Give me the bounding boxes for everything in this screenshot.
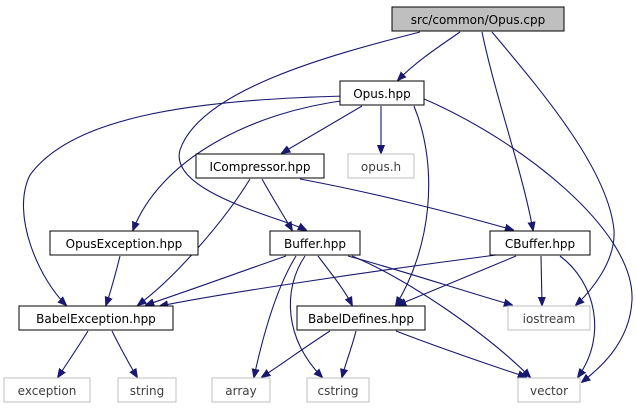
node-vector: vector (517, 377, 581, 403)
node-box (306, 377, 370, 403)
node-exception: exception (3, 377, 91, 403)
edge-opus_cpp-to-cbuffer (481, 31, 533, 230)
node-babeldefines[interactable]: BabelDefines.hpp (296, 305, 426, 331)
edge-line (541, 255, 542, 305)
edge-opusexception-to-babelexception (106, 255, 121, 305)
edge-line (347, 255, 512, 305)
node-box (296, 305, 426, 331)
edge-babeldefines-to-vector (395, 330, 526, 377)
edge-line (58, 330, 89, 377)
node-label: cstring (317, 384, 358, 398)
node-label: ICompressor.hpp (210, 160, 311, 174)
edge-opus_hpp-to-icompressor (282, 105, 363, 153)
edge-cbuffer-to-vector (559, 255, 596, 377)
edge-babelexception-to-exception (58, 330, 89, 377)
node-cbuffer[interactable]: CBuffer.hpp (489, 230, 591, 256)
edge-line (106, 255, 121, 305)
edge-opus_hpp-to-vector (421, 97, 633, 382)
edge-line (299, 178, 513, 230)
edge-line (398, 255, 517, 305)
edge-icompressor-to-buffer (261, 178, 292, 230)
node-box (347, 153, 415, 179)
edge-line (398, 31, 461, 80)
edge-line (254, 255, 297, 377)
node-box (3, 377, 91, 403)
node-box (117, 377, 177, 403)
edge-opus_cpp-to-iostream (491, 31, 615, 305)
edge-opus_cpp-to-buffer (178, 31, 421, 230)
edge-line (22, 95, 346, 305)
edge-cbuffer-to-babelexception (160, 254, 497, 306)
edge-line (160, 254, 497, 306)
edge-cbuffer-to-iostream (541, 255, 542, 305)
node-array: array (211, 377, 271, 403)
edge-opus_cpp-to-opus_hpp (398, 31, 461, 80)
node-opus_hpp[interactable]: Opus.hpp (339, 80, 425, 106)
edge-line (262, 330, 331, 377)
edge-babeldefines-to-cstring (342, 330, 357, 377)
node-string: string (117, 377, 177, 403)
edge-line (178, 31, 421, 230)
edge-line (289, 255, 322, 377)
edge-line (317, 255, 352, 305)
node-cstring: cstring (306, 377, 370, 403)
node-label: Buffer.hpp (284, 237, 346, 251)
node-label: BabelDefines.hpp (308, 312, 414, 326)
edge-line (282, 105, 363, 153)
edge-buffer-to-vector (351, 255, 530, 377)
node-label: src/common/Opus.cpp (411, 13, 545, 27)
edge-buffer-to-array (254, 255, 297, 377)
node-iostream: iostream (507, 305, 591, 331)
node-opus_h: opus.h (347, 153, 415, 179)
node-box (507, 305, 591, 331)
edge-line (491, 31, 615, 305)
edge-line (342, 330, 357, 377)
edge-line (133, 99, 349, 230)
node-label: iostream (523, 312, 576, 326)
node-babelexception[interactable]: BabelException.hpp (18, 305, 174, 331)
node-box (489, 230, 591, 256)
node-box (49, 230, 199, 256)
edge-line (395, 330, 526, 377)
node-label: BabelException.hpp (36, 312, 156, 326)
edge-buffer-to-babeldefines (317, 255, 352, 305)
edge-cbuffer-to-babeldefines (398, 255, 517, 305)
graph-nodes: src/common/Opus.cppOpus.hppICompressor.h… (3, 6, 591, 403)
edge-line (421, 97, 633, 382)
edge-buffer-to-cstring (289, 255, 322, 377)
node-opus_cpp: src/common/Opus.cpp (391, 6, 565, 32)
node-box (195, 153, 325, 179)
node-label: exception (18, 384, 77, 398)
node-box (517, 377, 581, 403)
node-box (391, 6, 565, 32)
node-label: opus.h (361, 160, 401, 174)
node-box (269, 230, 361, 256)
node-label: array (225, 384, 256, 398)
edge-line (111, 330, 137, 377)
edge-line (481, 31, 533, 230)
edge-opus_hpp-to-babelexception (22, 95, 346, 305)
node-label: OpusException.hpp (66, 237, 183, 251)
edge-buffer-to-iostream (347, 255, 512, 305)
edge-babeldefines-to-array (262, 330, 331, 377)
node-label: CBuffer.hpp (505, 237, 575, 251)
node-icompressor[interactable]: ICompressor.hpp (195, 153, 325, 179)
node-box (211, 377, 271, 403)
edge-line (559, 255, 596, 377)
node-label: string (130, 384, 164, 398)
node-box (18, 305, 174, 331)
edge-opus_hpp-to-opusexception (133, 99, 349, 230)
edge-line (261, 178, 292, 230)
node-label: vector (530, 384, 568, 398)
node-opusexception[interactable]: OpusException.hpp (49, 230, 199, 256)
node-label: Opus.hpp (353, 87, 411, 101)
edge-line (351, 255, 530, 377)
edge-babelexception-to-string (111, 330, 137, 377)
node-box (339, 80, 425, 106)
node-buffer[interactable]: Buffer.hpp (269, 230, 361, 256)
edge-icompressor-to-cbuffer (299, 178, 513, 230)
